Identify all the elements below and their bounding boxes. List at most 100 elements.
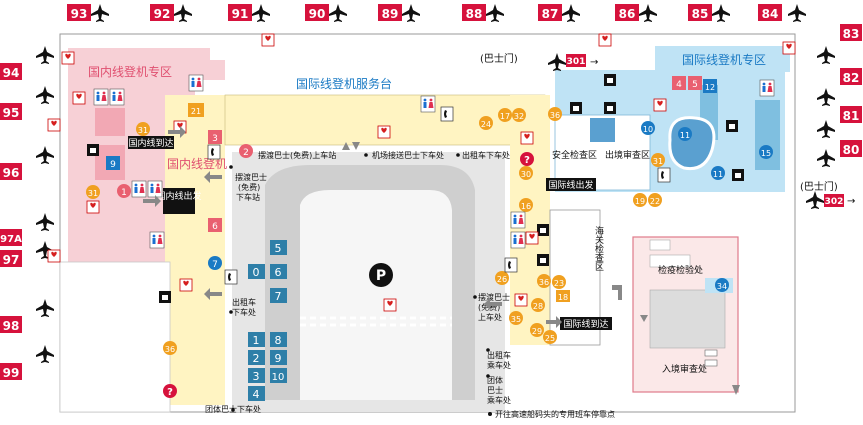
gate-top-90[interactable]: 90: [305, 4, 347, 22]
arrow-right-icon: →: [590, 57, 598, 68]
plane-icon: [806, 191, 824, 209]
svg-text:97: 97: [3, 253, 20, 267]
svg-text:81: 81: [843, 109, 860, 123]
plane-icon: [817, 149, 835, 167]
gate-right-82[interactable]: 82: [817, 68, 862, 106]
bus-bay-10[interactable]: 10: [270, 368, 287, 383]
bus-gate-301[interactable]: 301: [566, 54, 586, 67]
badge-31a: 31: [136, 122, 150, 136]
bus-bay-2[interactable]: 2: [248, 350, 265, 365]
gate-top-91[interactable]: 91: [228, 4, 270, 22]
phone-icon: [224, 269, 238, 285]
badge-18: 18: [556, 290, 570, 302]
aed-icon: [261, 33, 275, 47]
quarantine-label: 检疫检验处: [658, 264, 703, 276]
immigration-out-label: 出境审查区: [605, 149, 650, 161]
svg-text:92: 92: [154, 7, 171, 21]
badge-28: 28: [531, 298, 545, 312]
aed-icon: [653, 98, 667, 112]
gate-top-87[interactable]: 87: [538, 4, 580, 22]
badge-16: 16: [519, 198, 533, 212]
bus-bay-4[interactable]: 4: [248, 386, 265, 401]
bus-bays-left: 1 2 3 4: [248, 332, 265, 401]
top-gates: 93 92 91 90 89 88 87 86 85 84: [67, 4, 806, 22]
badge-22: 22: [648, 193, 662, 207]
bus-bay-3[interactable]: 3: [248, 368, 265, 383]
svg-text:29: 29: [532, 327, 542, 336]
bus-bay-8[interactable]: 8: [270, 332, 287, 347]
gate-top-93[interactable]: 93: [67, 4, 109, 22]
bus-gate-302[interactable]: 302: [824, 194, 844, 207]
gate-right-83[interactable]: 83: [817, 24, 862, 64]
svg-text:85: 85: [692, 7, 709, 21]
phone-icon: [207, 144, 221, 160]
security-label: 安全检查区: [552, 149, 597, 161]
bus-bay-7[interactable]: 7: [270, 288, 287, 303]
badge-19: 19: [633, 193, 647, 207]
gate-left-95[interactable]: 95: [0, 86, 54, 120]
domestic-arrival-tag: 国内线到达: [128, 136, 174, 149]
gate-left-99[interactable]: 99: [0, 345, 54, 380]
bus-bay-1[interactable]: 1: [248, 332, 265, 347]
gate-top-92[interactable]: 92: [150, 4, 192, 22]
aed-icon: [179, 278, 193, 292]
bus-bay-6[interactable]: 6: [270, 264, 287, 279]
gate-right-81[interactable]: 81: [817, 106, 862, 138]
ferry-bus-drop-label-1: 摆渡巴士: [235, 172, 267, 182]
svg-text:0: 0: [253, 266, 260, 279]
plane-icon: [817, 120, 835, 138]
left-lower-hall: [59, 261, 171, 413]
badge-21: 21: [188, 103, 204, 117]
gate-left-98[interactable]: 98: [0, 299, 54, 333]
restroom-icon: [93, 88, 109, 106]
gate-top-89[interactable]: 89: [378, 4, 420, 22]
gate-left-97[interactable]: 97: [0, 241, 54, 267]
airport-bus-label: 机场接送巴士下车处: [372, 150, 444, 160]
shop-icon: [159, 291, 171, 303]
svg-text:18: 18: [558, 293, 568, 302]
svg-text:31: 31: [138, 126, 148, 135]
arrow-right-icon: →: [847, 196, 855, 207]
restroom-icon: [147, 180, 163, 198]
bus-bay-9[interactable]: 9: [270, 350, 287, 365]
gate-left-96[interactable]: 96: [0, 146, 54, 180]
badge-3: 3: [208, 130, 222, 144]
badge-9: 9: [106, 156, 120, 170]
svg-text:10: 10: [272, 372, 285, 383]
svg-text:84: 84: [762, 7, 779, 21]
gate-right-80[interactable]: 80: [817, 140, 862, 167]
gate-top-84[interactable]: 84: [758, 4, 806, 22]
svg-text:96: 96: [3, 166, 20, 180]
arrow-left-icon: [484, 298, 502, 310]
customs-label: 海关检查区: [593, 225, 604, 271]
shop-icon: [87, 144, 99, 156]
ferry-bus-drop-label-3: 下车站: [236, 192, 260, 202]
taxi-drop-left-1: 出租车: [232, 297, 256, 307]
arrow-up-icon: [342, 142, 350, 150]
gate-left-97a[interactable]: 97A: [0, 213, 54, 246]
svg-text:9: 9: [110, 160, 116, 170]
shop-icon: [604, 74, 616, 86]
svg-text:22: 22: [650, 197, 660, 206]
svg-text:25: 25: [545, 334, 555, 343]
taxi-drop-left-2: 下车处: [232, 307, 256, 317]
gate-top-88[interactable]: 88: [462, 4, 504, 22]
svg-text:88: 88: [466, 7, 483, 21]
bus-bay-0[interactable]: 0: [248, 264, 265, 279]
shop-icon: [570, 102, 582, 114]
flow-arrows: [143, 126, 740, 395]
domestic-boarding-label: 国内线登机: [167, 156, 227, 171]
svg-text:国际线出发: 国际线出发: [548, 179, 593, 191]
gate-left-94[interactable]: 94: [0, 46, 54, 80]
gate-top-85[interactable]: 85: [688, 4, 730, 22]
bus-gate-label: (巴士门): [480, 52, 518, 65]
group-bus-2: 巴士: [487, 385, 503, 395]
badge-36a: 36: [548, 107, 562, 121]
restroom-icon: [131, 180, 147, 198]
bus-bay-5[interactable]: 5: [270, 240, 287, 255]
svg-text:7: 7: [275, 290, 282, 303]
badge-29: 29: [530, 323, 544, 337]
gate-top-86[interactable]: 86: [615, 4, 657, 22]
